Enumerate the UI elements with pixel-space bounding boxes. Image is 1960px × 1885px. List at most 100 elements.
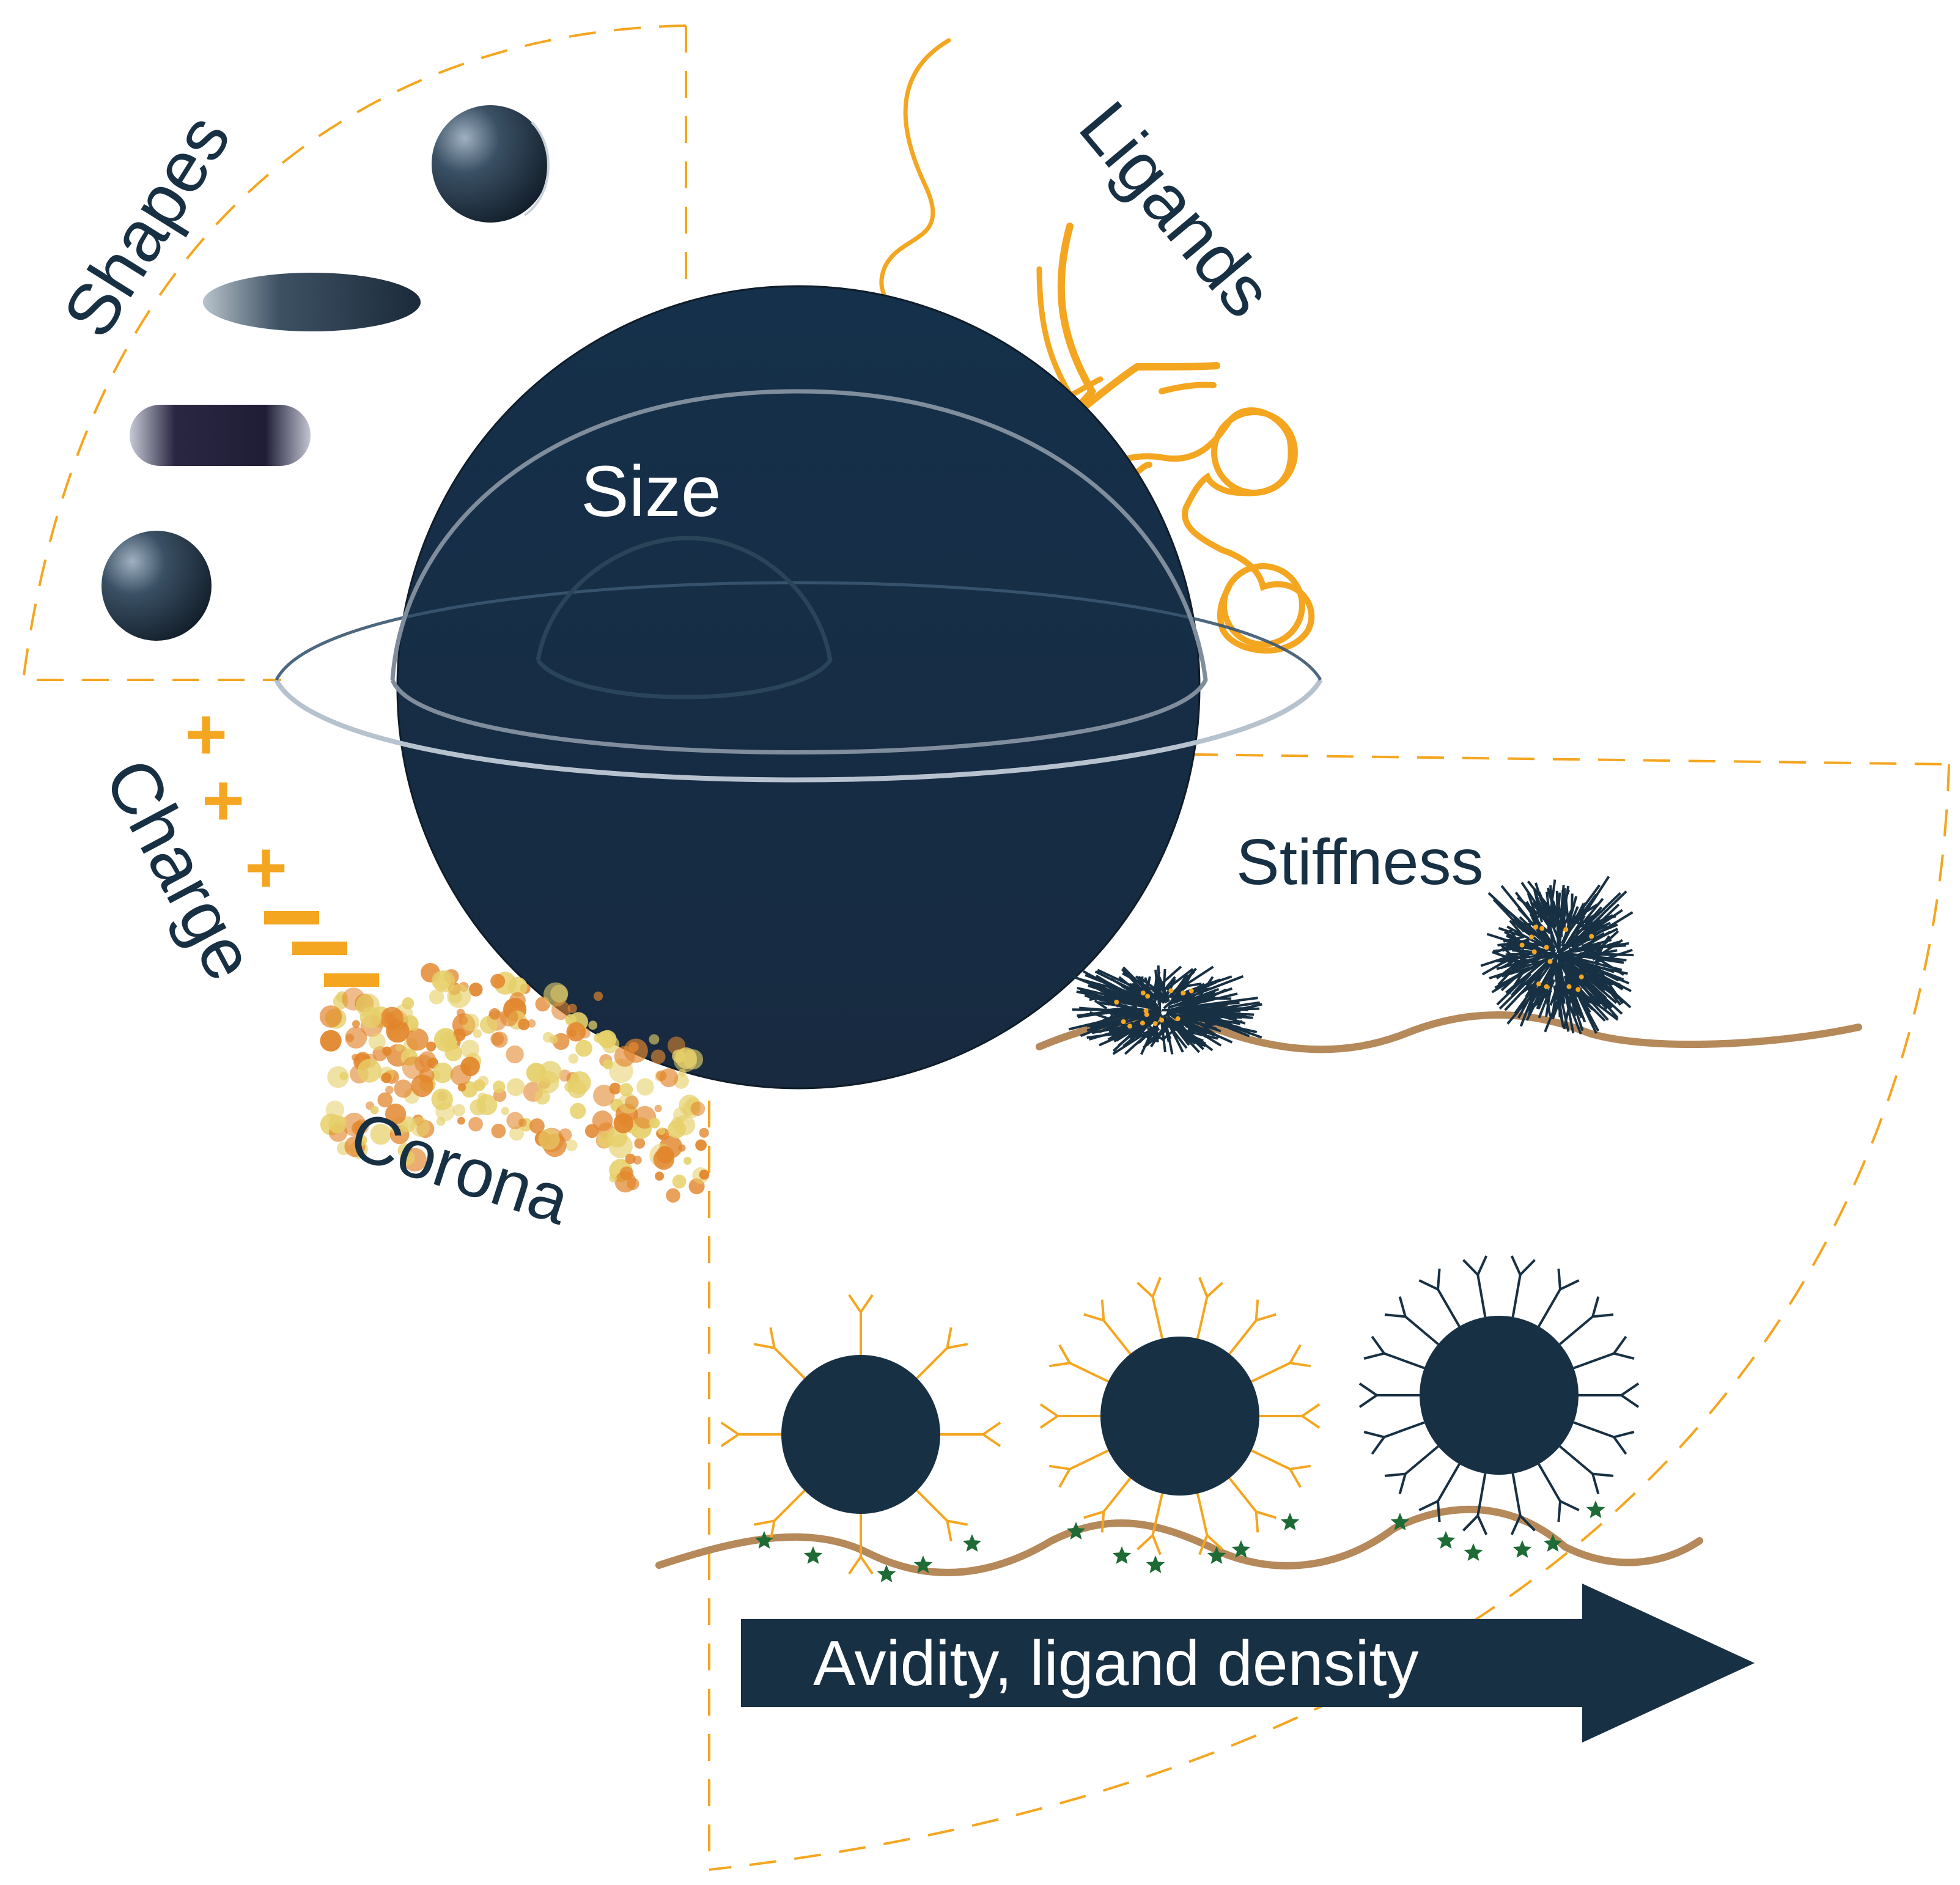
- ligand-ring-node-1: [1214, 412, 1295, 493]
- corona-protein: [614, 1113, 634, 1134]
- antibody-stem: [1438, 1289, 1459, 1327]
- antibody-arm: [1290, 1363, 1311, 1366]
- corona-protein: [634, 1138, 645, 1149]
- corona-protein: [469, 983, 483, 997]
- corona-protein: [539, 1129, 560, 1150]
- antibody-arm: [1049, 1363, 1070, 1366]
- receptor-star: [1437, 1531, 1455, 1549]
- antibody-arm: [1256, 1300, 1258, 1321]
- corona-protein: [426, 1042, 436, 1052]
- antibody-stem: [1103, 1321, 1130, 1354]
- antibody-arm: [1621, 1384, 1638, 1395]
- antibody-arm: [983, 1434, 1000, 1446]
- antibody-arm: [721, 1423, 739, 1434]
- corona-protein: [440, 1031, 457, 1049]
- payload-dot: [1575, 987, 1580, 992]
- antibody-arm: [1302, 1404, 1319, 1416]
- payload-dot: [1153, 1021, 1158, 1026]
- plus-sign-2: +: [202, 759, 245, 841]
- antibody-arm: [1059, 1469, 1070, 1487]
- antibody-arm: [1614, 1432, 1634, 1437]
- corona-protein: [625, 1096, 639, 1110]
- antibody-arm: [861, 1557, 872, 1574]
- antibody-stem: [1560, 1447, 1593, 1474]
- sphere-shape-bottom: [101, 531, 212, 641]
- antibody-arm: [1084, 1511, 1104, 1518]
- antibody-arm: [1400, 1297, 1406, 1317]
- minus-sign-3: [324, 973, 379, 987]
- corona-protein: [594, 992, 603, 1001]
- corona-protein: [453, 1104, 465, 1116]
- corona-protein: [699, 1128, 709, 1138]
- corona-protein: [490, 974, 505, 989]
- antibody-arm: [1512, 1256, 1520, 1275]
- corona-protein: [394, 1080, 413, 1098]
- antibody-arm: [1478, 1256, 1486, 1275]
- corona-protein: [564, 1082, 575, 1092]
- corona-protein: [477, 1076, 488, 1087]
- corona-protein: [568, 1004, 577, 1013]
- corona-protein: [619, 1083, 633, 1096]
- polymer-strand: [1142, 976, 1143, 991]
- corona-protein: [402, 1057, 425, 1079]
- antibody-arm: [1302, 1416, 1319, 1428]
- corona-protein: [559, 1128, 572, 1142]
- size-label: Size: [581, 451, 721, 532]
- corona-protein: [649, 1035, 659, 1045]
- antibody-arm: [1290, 1345, 1300, 1363]
- antibody-arm: [754, 1344, 774, 1348]
- antibody-arm: [1593, 1297, 1598, 1317]
- corona-protein: [636, 1078, 654, 1096]
- antibody-arm: [1621, 1395, 1638, 1407]
- corona-protein: [658, 1127, 666, 1135]
- corona-protein: [570, 1103, 586, 1119]
- payload-dot: [1189, 989, 1194, 994]
- antibody-arm: [1438, 1269, 1440, 1289]
- payload-dot: [1159, 1018, 1164, 1023]
- payload-dot: [1589, 934, 1594, 939]
- antibody-stem: [1198, 1297, 1207, 1338]
- antibody-arm: [721, 1434, 739, 1446]
- payload-dot: [1176, 1016, 1181, 1021]
- payload-dot: [1140, 1020, 1145, 1025]
- payload-dot: [1544, 945, 1549, 950]
- payload-dot: [1529, 935, 1534, 940]
- antibody-stem: [1478, 1275, 1485, 1317]
- antibody-arm: [1153, 1535, 1161, 1555]
- antibody-arm: [1593, 1474, 1613, 1476]
- polymer-strand: [1190, 1028, 1192, 1029]
- payload-dot: [1520, 943, 1525, 948]
- antibody-arm: [1360, 1395, 1377, 1407]
- antibody-arm: [770, 1327, 774, 1348]
- corona-protein: [674, 1049, 697, 1072]
- antibody-arm: [1614, 1354, 1634, 1359]
- corona-protein: [406, 1028, 429, 1051]
- antibody-stem: [1513, 1474, 1520, 1516]
- antibody-arm: [1290, 1469, 1300, 1487]
- antibody-arm: [1385, 1474, 1406, 1476]
- antibody-arm: [861, 1295, 872, 1312]
- corona-protein: [432, 971, 451, 990]
- antibody-stem: [1103, 1478, 1130, 1512]
- antibody-arm: [1419, 1501, 1438, 1510]
- corona-protein: [410, 1024, 418, 1031]
- antibody-arm: [1385, 1315, 1406, 1316]
- antibody-arm: [1372, 1337, 1384, 1354]
- corona-protein: [691, 1102, 706, 1116]
- antibody-arm: [1256, 1315, 1277, 1321]
- corona-protein: [695, 1140, 707, 1151]
- antibody-arm: [1290, 1466, 1311, 1469]
- antibody-stem: [1384, 1423, 1424, 1437]
- antibody-stem: [917, 1491, 948, 1521]
- corona-protein: [580, 1028, 591, 1039]
- antibody-stem: [1560, 1316, 1593, 1344]
- payload-dot: [1181, 990, 1185, 995]
- corona-protein: [537, 1071, 559, 1093]
- payload-dot: [1536, 981, 1541, 986]
- corona-protein: [592, 1110, 613, 1131]
- antibody-arm: [849, 1557, 861, 1574]
- corona-protein: [459, 1016, 468, 1025]
- corona-protein: [651, 1050, 666, 1064]
- antibody-arm: [1438, 1501, 1440, 1522]
